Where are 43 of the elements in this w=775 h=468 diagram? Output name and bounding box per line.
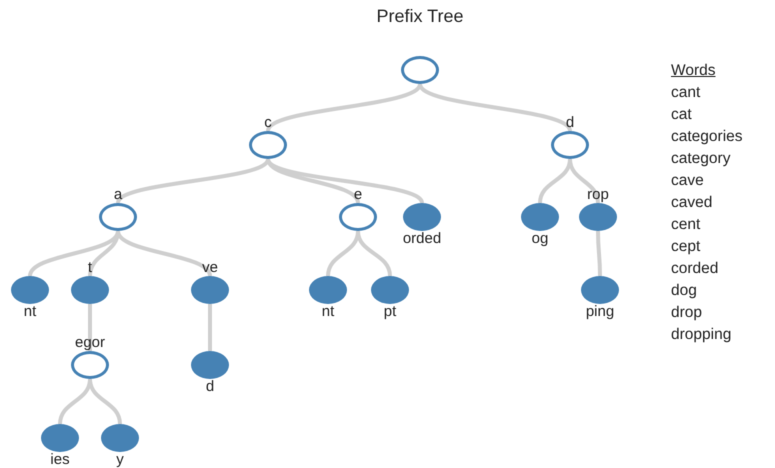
node-label: t bbox=[88, 260, 92, 276]
node-label: nt bbox=[24, 304, 36, 320]
word-item: cept bbox=[671, 237, 702, 257]
word-item: dropping bbox=[671, 325, 732, 345]
word-item: cent bbox=[671, 215, 702, 235]
word-item: cave bbox=[671, 171, 705, 191]
node-label: y bbox=[116, 452, 124, 468]
tree-branch bbox=[116, 230, 212, 277]
node-label: rop bbox=[587, 187, 609, 203]
tree-branch bbox=[88, 304, 92, 351]
node-label: a bbox=[114, 187, 122, 203]
node-label: d bbox=[566, 115, 574, 131]
word-item: dog bbox=[671, 281, 698, 301]
word-item: cant bbox=[671, 83, 702, 103]
word-item: drop bbox=[671, 303, 704, 323]
tree-branch bbox=[266, 83, 422, 132]
word-item: categories bbox=[671, 127, 743, 147]
node-label: og bbox=[532, 231, 548, 247]
node-label: egor bbox=[74, 335, 106, 351]
tree-branch bbox=[356, 230, 392, 276]
tree-branch bbox=[88, 230, 120, 276]
node-label: ping bbox=[586, 304, 614, 320]
word-item: corded bbox=[671, 259, 720, 279]
node-label: ies bbox=[50, 452, 70, 468]
node-label: nt bbox=[322, 304, 334, 320]
list-heading: Words bbox=[671, 61, 717, 81]
tree-branch bbox=[208, 304, 212, 351]
diagram-title: Prefix Tree bbox=[375, 6, 465, 27]
node-label: d bbox=[206, 379, 214, 395]
word-item: caved bbox=[671, 193, 714, 213]
tree-branch bbox=[266, 158, 360, 204]
tree-branch bbox=[568, 158, 600, 204]
node-label: c bbox=[264, 115, 272, 131]
word-item: category bbox=[671, 149, 732, 169]
node-label: e bbox=[354, 187, 362, 203]
node-label: orded bbox=[402, 231, 442, 247]
node-label: ve bbox=[202, 260, 218, 276]
tree-branch bbox=[116, 158, 270, 204]
tree-branch bbox=[88, 378, 122, 424]
word-item: cat bbox=[671, 105, 693, 125]
tree-branch bbox=[418, 83, 572, 132]
node-label: pt bbox=[384, 304, 396, 320]
tree-branch bbox=[596, 230, 602, 276]
